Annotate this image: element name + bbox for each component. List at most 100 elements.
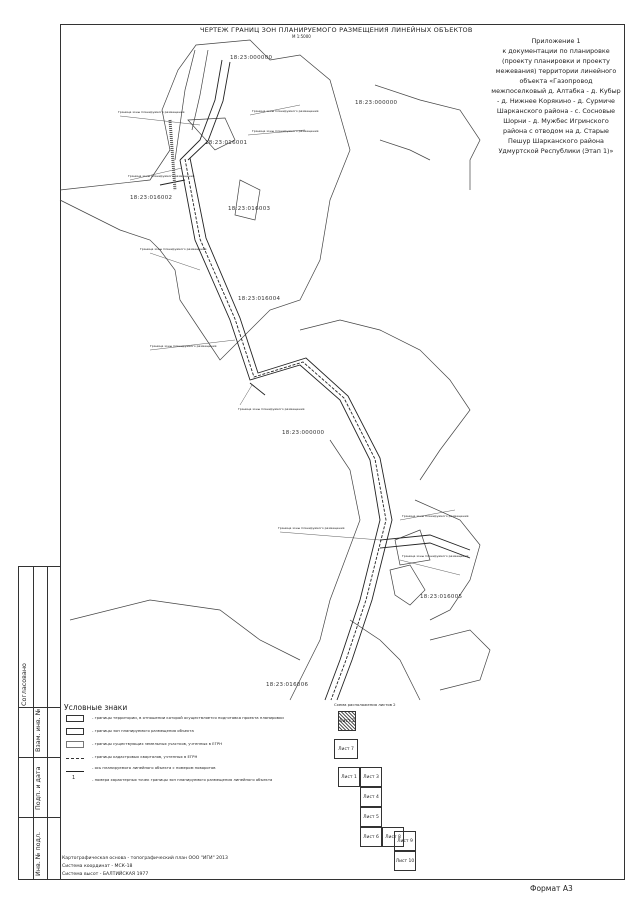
stamp-row: [19, 757, 60, 758]
cadastral-boundary: [59, 39, 351, 361]
appendix-line: Удмуртской Республики (Этап 1)»: [498, 147, 614, 155]
appendix-line: объекта «Газопровод: [519, 77, 593, 85]
drawing-frame: [60, 24, 625, 880]
appendix-line: - д. Нижнее Корякино - д. Сурмиче: [497, 97, 615, 105]
cadastral-boundary: [389, 564, 426, 606]
appendix-line: района с отводом на д. Старые: [503, 127, 609, 135]
appendix-line: межевания) территории линейного: [495, 67, 617, 75]
leader-line: [149, 339, 236, 351]
corridor-right: [189, 157, 393, 701]
cadastral-boundary: [234, 179, 261, 221]
sheet-scheme-title: Схема расположения листов 2: [334, 702, 396, 707]
legend-text: - границы зон планируемого размещения об…: [92, 728, 194, 733]
appendix-line: Пешур Шарканского района: [508, 137, 604, 145]
appendix-line: Шарканского района - с. Сосновые: [496, 107, 616, 115]
zone-label: 18:23:016006: [266, 682, 309, 688]
cadastral-boundary: [394, 529, 431, 566]
stamp-column: [33, 567, 48, 879]
sheet-cell: Лист 2: [338, 711, 356, 731]
appendix-line: Шорни - д. Мужбес Игринского: [503, 117, 609, 125]
cadastral-boundary: [69, 599, 301, 661]
leader-line: [399, 559, 461, 576]
sheet-format: Формат А3: [530, 884, 573, 893]
leader-line: [399, 509, 456, 521]
legend-item: - ось планируемого линейного объекта с н…: [66, 763, 332, 775]
sheet-label: Лист 4: [363, 794, 379, 800]
corridor-branch: [379, 534, 471, 551]
sheet-label: Лист 8: [385, 834, 401, 840]
appendix-line: Приложение 1: [531, 37, 581, 45]
sheet-cell: Лист 1: [338, 767, 360, 787]
corridor-branch: [379, 542, 471, 559]
cadastral-boundary: [187, 117, 236, 151]
stamp-label-sign: Подп. и дата: [34, 766, 42, 810]
legend-symbol: [66, 715, 84, 722]
sheet-cell: Лист 3: [360, 767, 382, 787]
leader-label: Граница зоны планируемого размещения: [150, 344, 217, 348]
stamp-label-agreed: Согласовано: [20, 663, 28, 706]
leader-line: [149, 252, 201, 271]
leader-label: Граница зоны планируемого размещения: [238, 407, 305, 411]
zone-label: 18:23:016001: [205, 140, 248, 146]
hatch-segment: [168, 119, 177, 191]
stamp-row: [19, 817, 60, 818]
sheet-label: Лист 1: [341, 774, 357, 780]
leader-line: [119, 115, 201, 126]
stamp-label-inv: Инв. № подл.: [34, 831, 42, 876]
zone-label: 18:23:000000: [230, 55, 273, 61]
cadastral-boundary: [174, 49, 196, 161]
leader-line: [249, 104, 301, 116]
legend-title: Условные знаки: [64, 703, 128, 712]
sheet-cell: Лист 7: [334, 739, 358, 759]
legend-marker: 1: [72, 775, 76, 781]
legend-item: - границы существующих земельных участко…: [66, 739, 332, 751]
zone-label: 18:23:016004: [238, 296, 281, 302]
legend-text: - границы существующих земельных участко…: [92, 741, 223, 746]
leader-line: [239, 384, 253, 406]
sheet-label: Лист 6: [363, 834, 379, 840]
map-scale: М 1:5000: [292, 34, 311, 39]
cadastral-boundary: [374, 84, 481, 190]
sheet-label: Лист 5: [363, 814, 379, 820]
appendix-line: к документации по планировке: [502, 47, 610, 55]
leader-label: Граница зоны планируемого размещения: [252, 129, 319, 133]
footer-note: Система высот - БАЛТИЙСКАЯ 1977: [62, 872, 149, 877]
legend-symbol: [66, 741, 84, 748]
legend: Условные знаки - границы территории, в о…: [60, 701, 330, 880]
cadastral-boundary: [429, 629, 491, 691]
legend-item: 1 - номера характерных точек границы зон…: [66, 775, 332, 787]
map-title: ЧЕРТЕЖ ГРАНИЦ ЗОН ПЛАНИРУЕМОГО РАЗМЕЩЕНИ…: [200, 26, 473, 34]
sheet-label: Лист 2: [339, 718, 355, 724]
appendix-caption: Приложение 1 к документации по планировк…: [488, 36, 624, 156]
corridor-branch: [187, 61, 231, 161]
sheet-cell: Лист 8: [382, 827, 404, 847]
leader-label: Граница зоны планируемого размещения: [252, 109, 319, 113]
sheet-cell: Лист 5: [360, 807, 382, 827]
corridor-branch: [159, 179, 186, 186]
sheet-scheme: Схема расположения листов 2 Лист 2 Лист …: [330, 701, 420, 880]
zone-label: 18:23:016002: [130, 195, 173, 201]
sheet-label: Лист 10: [395, 858, 415, 864]
appendix-line: (проекту планировки и проекту: [502, 57, 610, 65]
footer-note: Картографическая основа - топографически…: [62, 856, 228, 861]
leader-label: Граница зоны планируемого размещения: [118, 110, 185, 114]
cadastral-boundary: [349, 619, 421, 701]
sheet-label: Лист 9: [397, 838, 413, 844]
footer-note: Система координат - МСК-18: [62, 864, 133, 869]
legend-item: - границы кадастровых кварталов, учтенны…: [66, 752, 332, 764]
sheet-cell: Лист 4: [360, 787, 382, 807]
legend-symbol: [66, 771, 84, 772]
zone-label: 18:23:000000: [355, 100, 398, 106]
sheet-cell: Лист 10: [394, 851, 416, 871]
stamp-row: [19, 707, 60, 708]
stamp-column: [19, 567, 34, 879]
legend-item: - границы зон планируемого размещения об…: [66, 726, 332, 738]
corridor-axis: [184, 158, 387, 701]
legend-text: - границы кадастровых кварталов, учтенны…: [92, 754, 198, 759]
leader-line: [247, 129, 306, 136]
corridor-branch: [249, 382, 266, 396]
corridor-branch: [179, 59, 223, 161]
legend-item: - границы территории, в отношении которо…: [66, 713, 332, 725]
side-stamp: [18, 566, 60, 880]
